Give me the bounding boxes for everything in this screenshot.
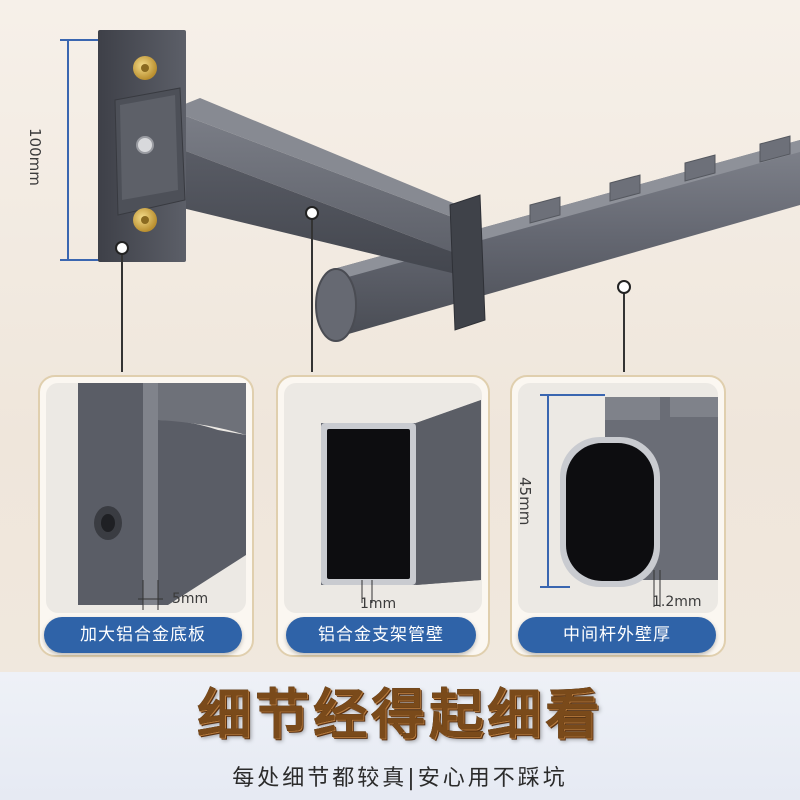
detail-panel-rod	[510, 375, 726, 657]
rod-end-cap	[315, 268, 357, 342]
support-arm	[170, 110, 460, 255]
caption-rod: 中间杆外壁厚	[518, 617, 716, 653]
rod-clip	[449, 194, 486, 331]
headline-band	[0, 672, 800, 800]
hinge-pin-icon	[136, 136, 154, 154]
caption-bracket: 铝合金支架管壁	[286, 617, 476, 653]
callout-dot-bracket	[305, 206, 319, 220]
rod-hanger-slots	[529, 135, 791, 224]
rod-wall-label: 1.2mm	[652, 594, 702, 610]
drying-rack-illustration	[60, 30, 800, 372]
caption-plate: 加大铝合金底板	[44, 617, 242, 653]
plate-thickness-label: 5mm	[172, 591, 209, 607]
height-measurement-label: 100mm	[26, 128, 44, 186]
headline-title: 细节经得起细看	[197, 683, 603, 746]
callout-dot-plate	[115, 241, 129, 255]
detail-panel-bracket	[276, 375, 490, 657]
detail-panel-plate	[38, 375, 254, 657]
rod-height-label: 45mm	[516, 477, 534, 526]
middle-rod	[330, 140, 800, 335]
bracket-wall-label: 1mm	[360, 596, 397, 612]
callout-dot-rod	[617, 280, 631, 294]
headline-subtitle: 每处细节都较真|安心用不踩坑	[232, 766, 568, 791]
